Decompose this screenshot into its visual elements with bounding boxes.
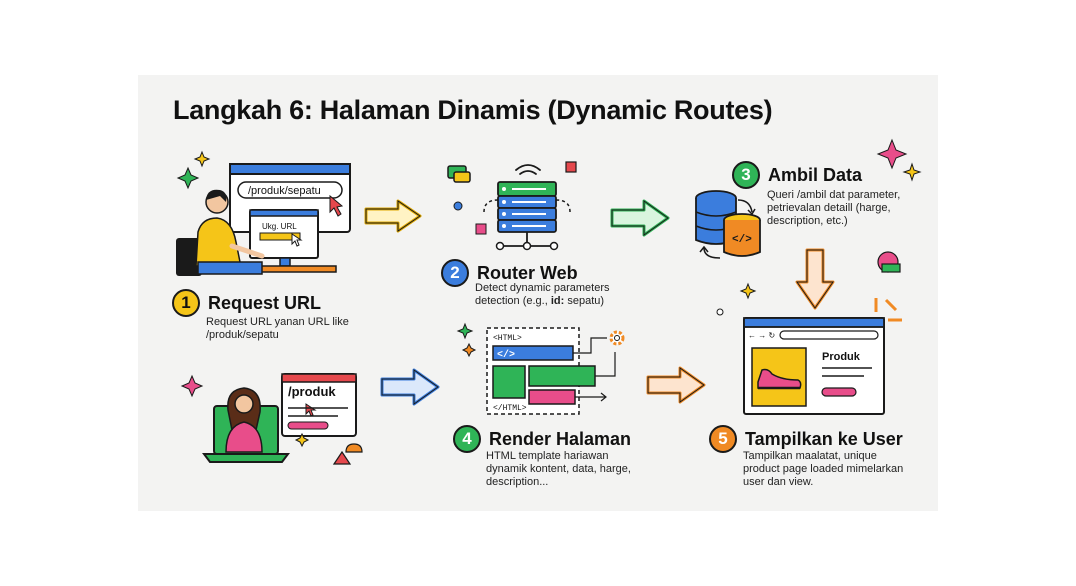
- step-1-heading: 1 Request URL: [172, 289, 321, 317]
- arrow-right-icon: [646, 366, 706, 404]
- result-page-illustration: ← → ↻ Produk: [716, 251, 902, 415]
- sparkle-icon: [739, 282, 757, 300]
- cursor-icon: [329, 194, 344, 217]
- step-5-heading: 5 Tampilkan ke User: [709, 425, 903, 453]
- svg-text:← → ↻: ← → ↻: [748, 331, 775, 340]
- template-open-tag: <HTML>: [493, 334, 522, 343]
- router-server-illustration: [447, 161, 577, 251]
- step-2-description: Detect dynamic parameters detection (e.g…: [475, 282, 610, 307]
- step-1-badge: 1: [172, 289, 200, 317]
- request-url-illustration: /produk/sepatu Ukg. URL: [176, 150, 351, 276]
- arrow-down-icon: [795, 248, 835, 310]
- sparkle-icon: [876, 138, 922, 182]
- arrow-right-icon: [364, 199, 422, 233]
- sparkle-icon: [456, 322, 474, 340]
- step-5-title: Tampilkan ke User: [745, 428, 903, 449]
- step-4-description: HTML template hariawan dynamik kontent, …: [486, 450, 631, 488]
- sparkle-icon: [461, 342, 477, 358]
- user-laptop-illustration: /produk: [180, 373, 363, 465]
- step-5-description: Tampilkan maalatat, unique product page …: [743, 450, 904, 488]
- step-3-badge: 3: [732, 161, 760, 189]
- sparkle-icon: [180, 374, 204, 398]
- cursor-icon: [291, 233, 303, 247]
- step-4-title: Render Halaman: [489, 428, 632, 449]
- step-4-badge: 4: [453, 425, 481, 453]
- step-2-title: Router Web: [477, 262, 578, 283]
- laptop-url-text: /produk: [288, 384, 336, 399]
- step-2-badge: 2: [441, 259, 469, 287]
- step-3-heading: 3 Ambil Data: [732, 161, 862, 189]
- step-4-heading: 4 Render Halaman: [453, 425, 631, 453]
- step-1-title: Request URL: [208, 292, 322, 313]
- step-2-heading: 2 Router Web: [441, 259, 578, 287]
- result-product-label: Produk: [822, 351, 861, 363]
- screen-label: Ukg. URL: [262, 222, 297, 231]
- step-3-title: Ambil Data: [768, 164, 863, 185]
- step-5-badge: 5: [709, 425, 737, 453]
- arrow-right-icon: [380, 368, 440, 406]
- template-code-icon: </>: [497, 349, 515, 361]
- page-title: Langkah 6: Halaman Dinamis (Dynamic Rout…: [173, 95, 773, 125]
- browser-url-text: /produk/sepatu: [248, 185, 321, 197]
- sparkle-icon: [176, 166, 200, 190]
- shoe-icon: [757, 368, 802, 389]
- step-3-description: Queri /ambil dat parameter, petrievalan …: [767, 189, 901, 227]
- html-template-illustration: <HTML> </> </HTML>: [456, 322, 625, 415]
- db-code-icon: </>: [732, 234, 752, 246]
- wifi-icon: [515, 164, 541, 175]
- template-close-tag: </HTML>: [493, 404, 527, 413]
- step-1-description: Request URL yanan URL like /produk/sepat…: [206, 316, 349, 341]
- database-illustration: </>: [695, 190, 761, 259]
- arrow-right-icon: [610, 199, 670, 237]
- sparkle-icon: [193, 150, 211, 168]
